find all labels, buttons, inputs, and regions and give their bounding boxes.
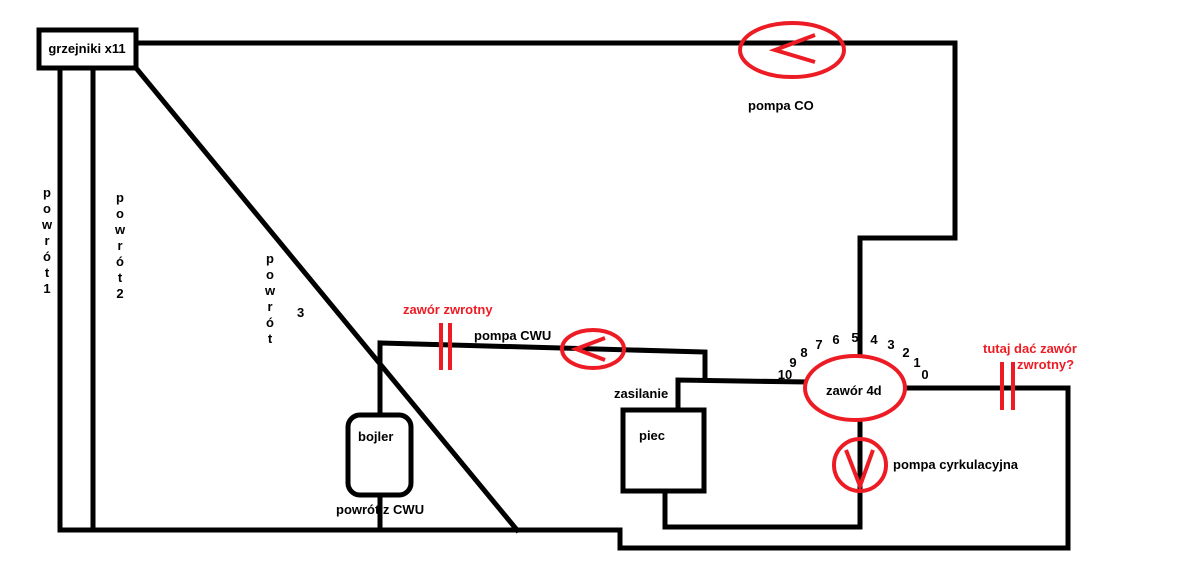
valve-scale-mark: 9 (789, 355, 796, 370)
vertical-letter: t (268, 331, 273, 346)
vertical-letter: r (267, 299, 272, 314)
return3-pipe (132, 64, 521, 534)
furnace-supply-pipe (675, 377, 809, 413)
supply-label: zasilanie (614, 386, 668, 401)
vertical-letter: p (43, 185, 51, 200)
valve-4d-icon (803, 354, 907, 422)
furnace-box (620, 407, 707, 494)
vertical-letter: p (266, 251, 274, 266)
return3-number: 3 (297, 305, 304, 320)
valve-scale-mark: 7 (815, 337, 822, 352)
radiators-label: grzejniki x11 (48, 41, 125, 56)
vertical-letter: w (114, 222, 126, 237)
vertical-letter: t (45, 265, 50, 280)
bottom-return-pipe (57, 385, 1071, 551)
circulation-pump-arrow-icon (844, 449, 875, 492)
boiler-box (345, 412, 414, 498)
furnace-return-pipe (662, 417, 863, 530)
vertical-letter: w (264, 283, 276, 298)
valve-scale-mark: 5 (851, 330, 858, 345)
vertical-letter: t (118, 270, 123, 285)
vertical-letter: r (44, 233, 49, 248)
question-line2: zwrotny? (1017, 357, 1074, 372)
valve-scale-mark: 8 (800, 345, 807, 360)
pump-cwu-label: pompa CWU (474, 328, 551, 343)
valve-scale-mark: 10 (778, 367, 792, 382)
valve-scale-mark: 6 (832, 332, 839, 347)
pump-co-arrow-icon (768, 33, 816, 64)
check-valve-label: zawór zwrotny (403, 302, 493, 317)
vertical-letter: o (43, 201, 51, 216)
furnace-label: piec (639, 428, 665, 443)
question-line1: tutaj dać zawór (983, 341, 1077, 356)
vertical-letter: ó (116, 254, 124, 269)
vertical-letter: o (266, 267, 274, 282)
vertical-letter: p (116, 190, 124, 205)
vertical-letter: w (41, 217, 53, 232)
vertical-letter: 2 (116, 286, 123, 301)
valve-scale-mark: 1 (913, 355, 920, 370)
co-supply-pipe (133, 40, 958, 359)
return3-label: powrót (264, 251, 276, 346)
circulation-pump-label: pompa cyrkulacyjna (893, 457, 1019, 472)
vertical-letter: r (117, 238, 122, 253)
cwu-supply-pipe (377, 340, 708, 418)
vertical-letter: 1 (43, 281, 50, 296)
pipes (57, 40, 1071, 551)
pump-cwu-icon (560, 328, 626, 370)
pump-cwu-arrow-icon (570, 336, 606, 362)
vertical-letter: ó (266, 315, 274, 330)
pump-co-label: pompa CO (748, 98, 814, 113)
pump-co-icon (738, 21, 846, 79)
vertical-letter: ó (43, 249, 51, 264)
radiators-box (36, 27, 139, 71)
boiler-label: bojler (358, 429, 393, 444)
valve-4d-label: zawór 4d (826, 383, 882, 398)
cwu-return-label: powrót z CWU (336, 502, 424, 517)
valve-scale-mark: 3 (887, 337, 894, 352)
vertical-letter: o (116, 206, 124, 221)
valve-scale-mark: 0 (921, 367, 928, 382)
valve-scale-mark: 4 (870, 332, 878, 347)
valve-scale-mark: 2 (902, 345, 909, 360)
